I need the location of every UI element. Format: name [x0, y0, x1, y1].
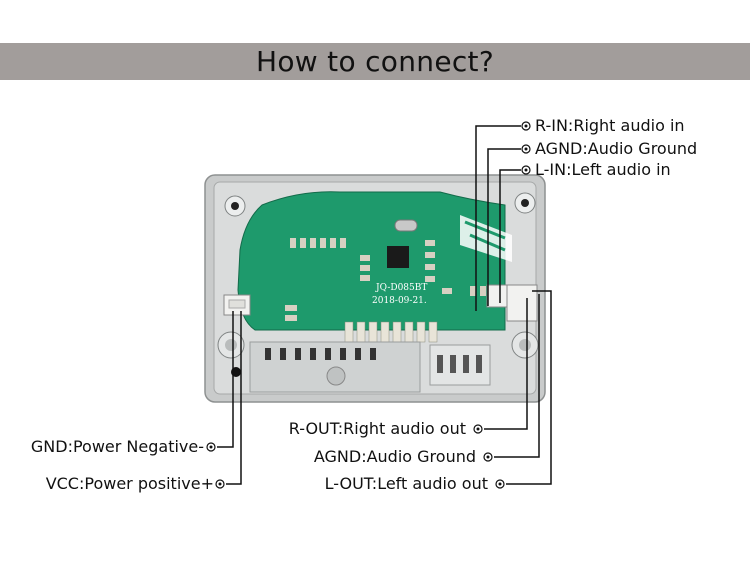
- r-out-label: R-OUT:Right audio out: [288, 419, 466, 438]
- l-in-label: L-IN:Left audio in: [535, 160, 671, 179]
- board-date-text: 2018-09-21.: [372, 296, 427, 306]
- title-bar: How to connect?: [0, 43, 750, 80]
- agnd-in-label: AGND:Audio Ground: [535, 139, 698, 158]
- gnd-label: GND:Power Negative-: [30, 437, 204, 456]
- agnd-out-label: AGND:Audio Ground: [313, 447, 476, 466]
- board-model-text: JQ-D085BT: [375, 283, 427, 293]
- connection-lines: [217, 125, 552, 485]
- page-title: How to connect?: [256, 45, 494, 78]
- terminal-dots: [209, 124, 528, 486]
- audio-module-board: JQ-D085BT 2018-09-21.: [204, 174, 546, 403]
- r-in-label: R-IN:Right audio in: [535, 116, 685, 135]
- l-out-label: L-OUT:Left audio out: [324, 474, 488, 493]
- vcc-label: VCC:Power positive+: [45, 474, 214, 493]
